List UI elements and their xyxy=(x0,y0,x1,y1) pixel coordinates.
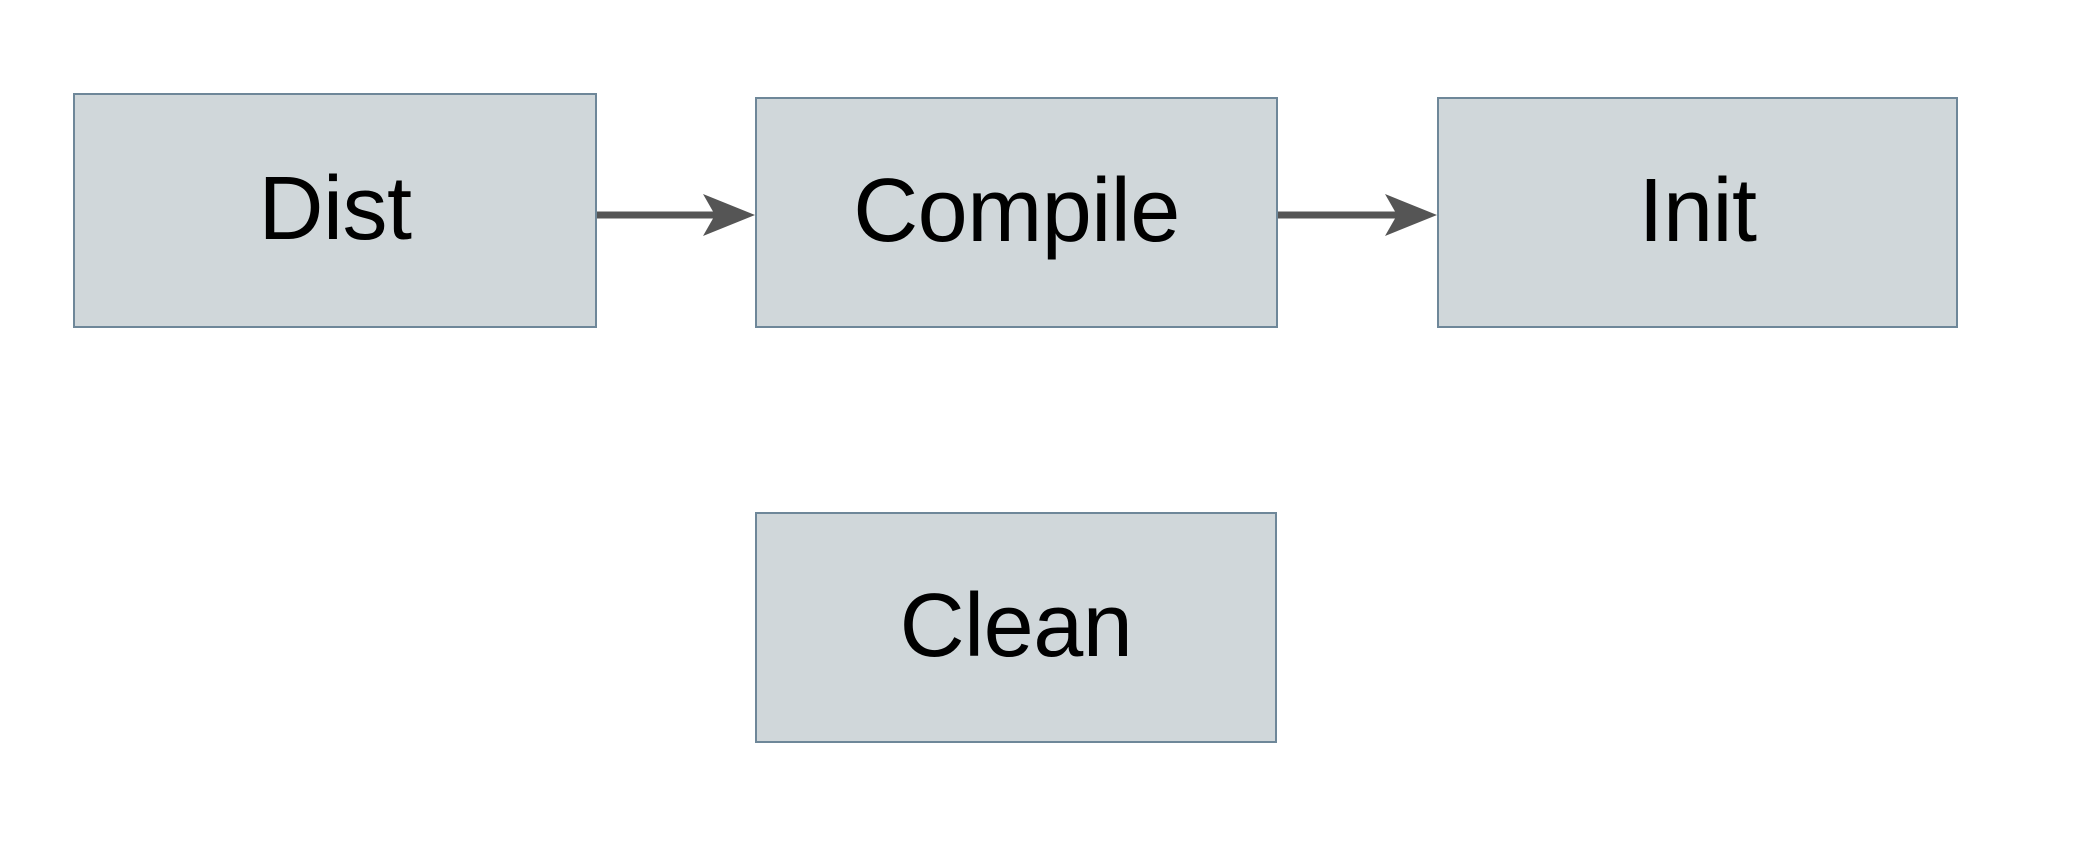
arrow-head-icon xyxy=(703,194,755,236)
node-compile[interactable]: Compile xyxy=(755,97,1278,328)
arrow-shaft xyxy=(1278,211,1397,219)
node-init[interactable]: Init xyxy=(1437,97,1958,328)
node-dist[interactable]: Dist xyxy=(73,93,597,328)
node-init-label: Init xyxy=(1638,160,1757,261)
edge-dist-to-compile[interactable] xyxy=(597,181,755,249)
arrow-head-icon xyxy=(1385,194,1437,236)
node-clean-label: Clean xyxy=(899,575,1133,676)
edge-compile-to-init[interactable] xyxy=(1278,181,1437,249)
node-dist-label: Dist xyxy=(258,158,413,259)
node-compile-label: Compile xyxy=(853,160,1180,261)
node-clean[interactable]: Clean xyxy=(755,512,1277,743)
arrow-shaft xyxy=(597,211,715,219)
